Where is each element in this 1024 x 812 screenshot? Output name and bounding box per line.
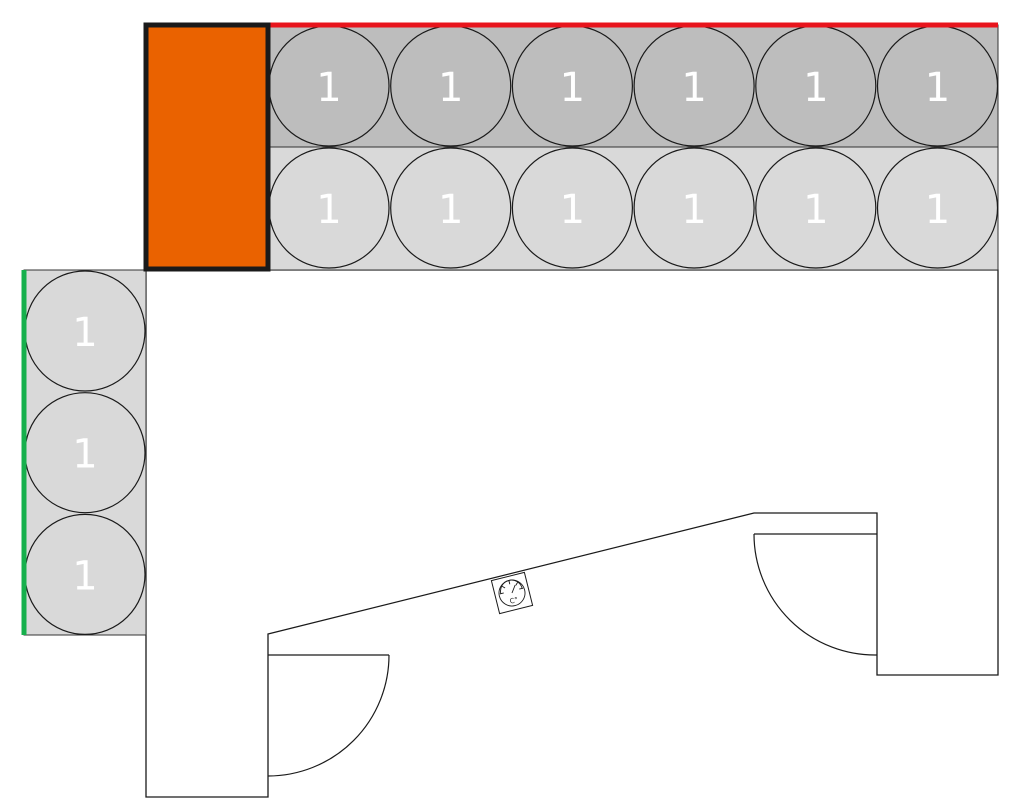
- shelf-unit-top-6: 1: [876, 25, 999, 147]
- door-left-swing: [267, 654, 390, 777]
- top-row-units: 1 1 1 1 1 1: [268, 25, 999, 147]
- left-column-units: 1 1 1: [24, 270, 146, 636]
- shelf-unit-second-4-label: 1: [681, 187, 706, 233]
- cooler-block: [143, 22, 271, 272]
- shelf-unit-second-3-circle: [511, 147, 634, 269]
- door-left: [267, 654, 390, 777]
- shelf-unit-top-2: 1: [390, 25, 512, 147]
- shelf-unit-second-6-circle: [876, 147, 999, 269]
- shelf-unit-left-3-label: 1: [72, 553, 97, 599]
- shelf-unit-left-1: 1: [24, 270, 146, 392]
- door-right-swing: [753, 533, 878, 656]
- thermometer-label: C°: [509, 596, 519, 606]
- shelf-unit-second-4-circle: [633, 147, 755, 269]
- thermometer-icon: C°: [490, 571, 534, 615]
- shelf-unit-top-1: 1: [268, 25, 390, 147]
- shelf-unit-second-2-circle: [390, 147, 512, 269]
- shelf-unit-second-3: 1: [511, 147, 634, 269]
- shelf-unit-top-4: 1: [633, 25, 755, 147]
- shelf-unit-second-4: 1: [633, 147, 755, 269]
- shelf-unit-second-5: 1: [755, 147, 877, 269]
- second-row-units: 1 1 1 1 1 1: [268, 147, 999, 269]
- shelf-unit-second-5-label: 1: [803, 187, 828, 233]
- shelf-unit-second-6: 1: [876, 147, 999, 269]
- shelf-unit-second-2: 1: [390, 147, 512, 269]
- shelf-unit-top-4-label: 1: [681, 65, 706, 111]
- shelf-unit-top-3-label: 1: [560, 65, 585, 111]
- shelf-unit-left-2-label: 1: [72, 432, 97, 478]
- shelf-unit-left-3: 1: [24, 513, 146, 636]
- shelf-unit-second-1: 1: [268, 147, 390, 269]
- shelf-unit-top-5-label: 1: [803, 65, 828, 111]
- shelf-unit-second-2-label: 1: [438, 187, 463, 233]
- shelf-unit-second-1-label: 1: [316, 187, 341, 233]
- shelf-unit-top-5: 1: [755, 25, 877, 147]
- shelf-unit-second-3-label: 1: [560, 187, 585, 233]
- shelf-unit-second-6-label: 1: [925, 187, 950, 233]
- shelf-unit-left-2: 1: [24, 392, 146, 514]
- shelf-unit-left-1-label: 1: [72, 310, 97, 356]
- door-right: [753, 533, 878, 656]
- shelf-unit-top-2-label: 1: [438, 65, 463, 111]
- shelf-unit-second-5-circle: [755, 147, 877, 269]
- shelf-unit-top-1-label: 1: [316, 65, 341, 111]
- shelf-unit-top-3: 1: [511, 25, 634, 147]
- shelf-unit-top-6-label: 1: [925, 65, 950, 111]
